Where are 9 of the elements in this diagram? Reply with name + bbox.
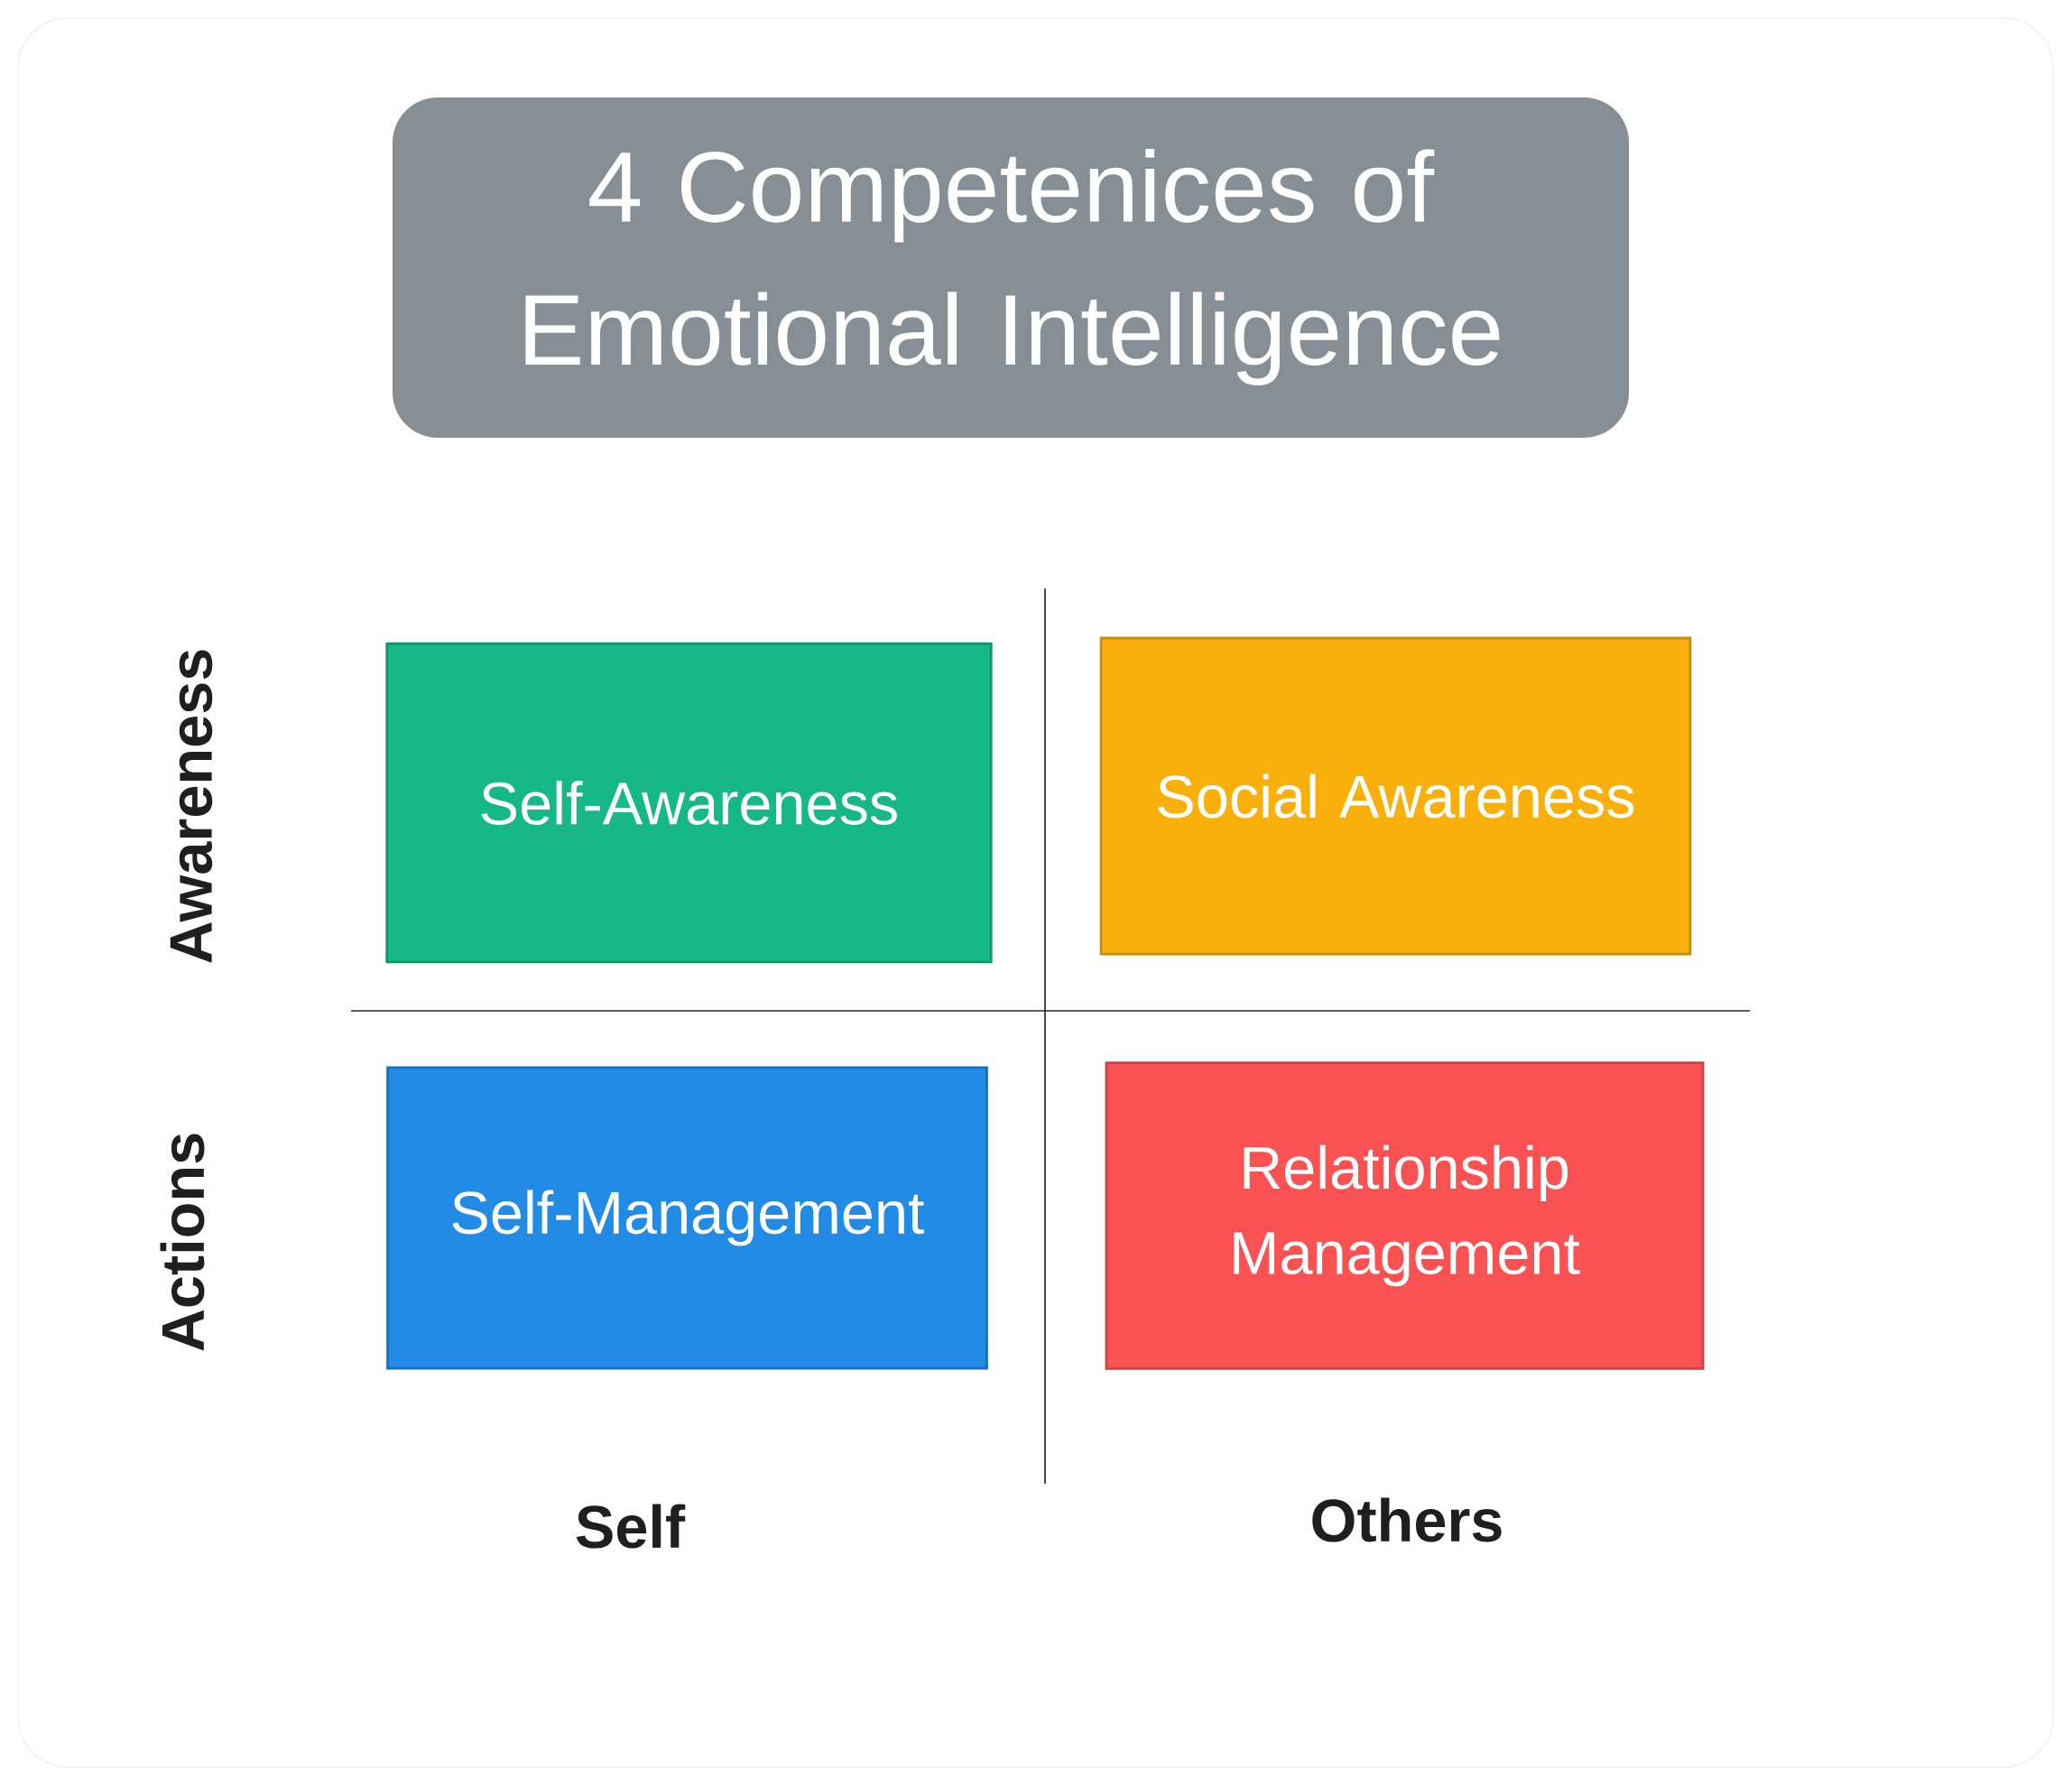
quadrant-box: Social Awareness <box>1099 636 1692 956</box>
quadrant-box: Relationship Management <box>1105 1061 1705 1370</box>
axis-label: Self <box>576 1504 686 1549</box>
axis-label: Actions <box>160 1134 205 1351</box>
axis-label: Others <box>1312 1497 1502 1542</box>
title-box: 4 Competenices of Emotional Intelligence <box>393 97 1630 438</box>
quadrant-box: Self-Management <box>386 1066 988 1370</box>
quadrant-box: Self-Awareness <box>385 642 993 964</box>
axis-label: Awareness <box>170 650 213 963</box>
